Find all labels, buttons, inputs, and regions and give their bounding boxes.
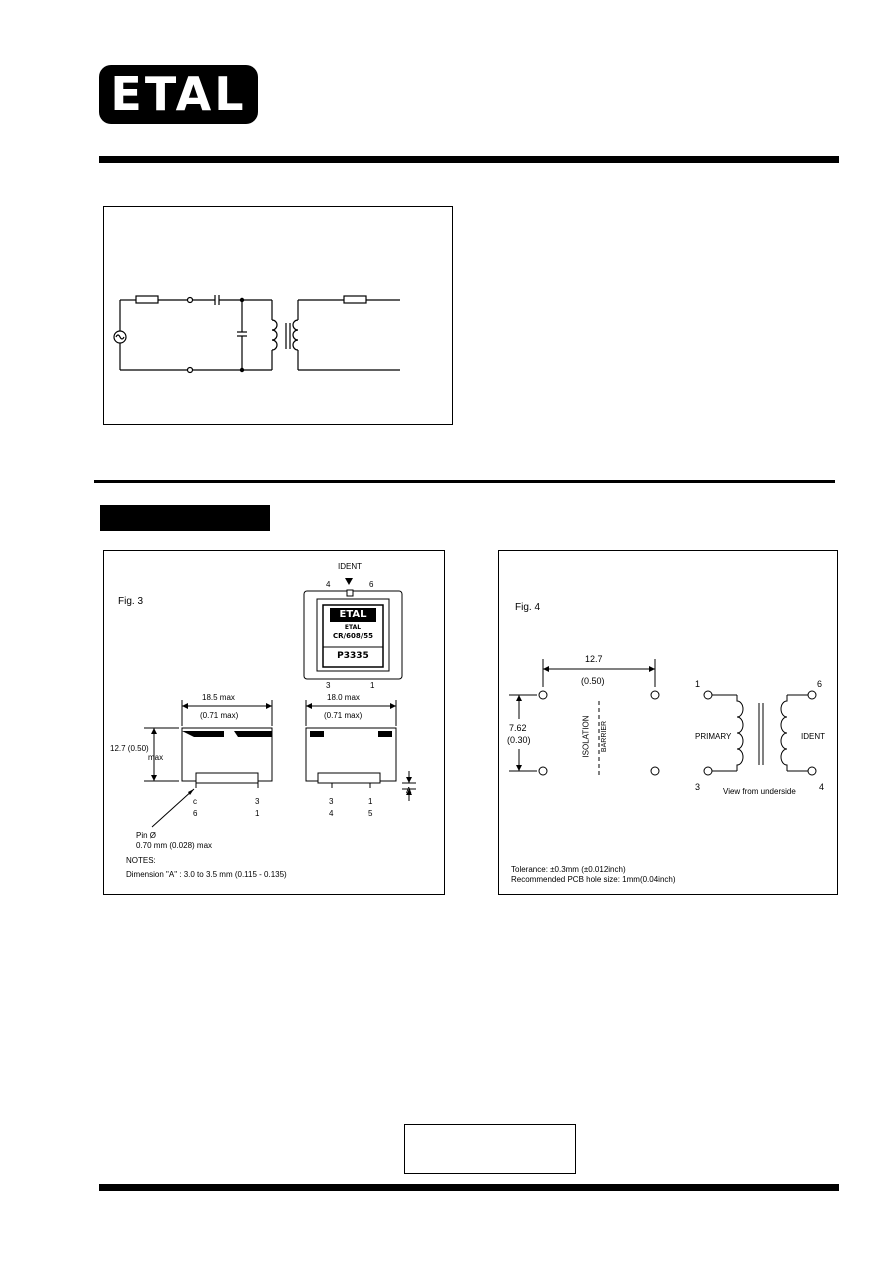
vertical-spacing-in: (0.30) xyxy=(507,735,531,745)
ident-label: IDENT xyxy=(338,562,362,571)
logo-text: ETAL xyxy=(110,67,247,121)
figure-3-drawing xyxy=(144,578,416,828)
dimension-a-label: A xyxy=(406,786,412,795)
right-view-pin-1: 1 xyxy=(368,797,373,806)
circuit-diagram-box xyxy=(103,206,453,425)
figure-4-label: Fig. 4 xyxy=(515,602,541,613)
right-view-pin-5: 5 xyxy=(368,809,373,818)
figure-4-box: Fig. 4 12.7 (0.50) 7.62 (0.30) ISOLATION… xyxy=(498,550,838,895)
figure-3-label: Fig. 3 xyxy=(118,596,144,607)
pin-diameter-value: 0.70 mm (0.028) max xyxy=(136,841,213,850)
bottom-rule xyxy=(99,1184,839,1191)
pin-diameter-title: Pin Ø xyxy=(136,831,157,840)
view-note: View from underside xyxy=(723,787,796,796)
top-view-pin-3: 3 xyxy=(326,681,331,690)
package-logo: ETAL xyxy=(330,608,376,622)
etal-logo: ETAL xyxy=(99,65,258,124)
figure-4-drawing xyxy=(509,659,817,777)
barrier-label: BARRIER xyxy=(601,720,609,753)
transformer-pin-6: 6 xyxy=(817,679,823,689)
transformer-pin-4: 4 xyxy=(819,782,825,792)
middle-rule xyxy=(94,480,835,483)
top-rule xyxy=(99,156,839,163)
left-width-mm: 18.5 max xyxy=(202,693,235,702)
transformer-pin-3: 3 xyxy=(695,782,701,792)
figure-3-box: Fig. 3 IDENT 4 6 3 1 ETAL ETAL CR/608/55… xyxy=(103,550,445,895)
right-width-in: (0.71 max) xyxy=(324,711,363,720)
hole-spacing-mm: 12.7 xyxy=(585,654,603,664)
package-part-number: P3335 xyxy=(337,651,369,661)
right-width-mm: 18.0 max xyxy=(327,693,360,702)
right-view-pin-3: 3 xyxy=(329,797,334,806)
notes-text: Dimension "A" : 3.0 to 3.5 mm (0.115 - 0… xyxy=(126,870,287,879)
height-dimension: 12.7 (0.50) xyxy=(110,744,149,753)
circuit-schematic xyxy=(113,295,400,374)
vertical-spacing-mm: 7.62 xyxy=(509,723,527,733)
left-view-pin-6: 6 xyxy=(193,809,198,818)
height-max: max xyxy=(148,753,164,762)
top-view-pin-4: 4 xyxy=(326,580,331,589)
top-view-pin-1: 1 xyxy=(370,681,375,690)
hole-spacing-in: (0.50) xyxy=(581,676,605,686)
top-view-pin-6: 6 xyxy=(369,580,374,589)
package-marking-line1: ETAL xyxy=(344,624,362,631)
right-view-pin-4: 4 xyxy=(329,809,334,818)
left-width-in: (0.71 max) xyxy=(200,711,239,720)
transformer-pin-1: 1 xyxy=(695,679,701,689)
isolation-label: ISOLATION xyxy=(581,715,591,758)
primary-label: PRIMARY xyxy=(695,732,732,741)
left-view-pin-1: 1 xyxy=(255,809,260,818)
pcb-hole-note: Recommended PCB hole size: 1mm(0.04inch) xyxy=(511,875,676,884)
section-tab xyxy=(100,505,270,531)
left-view-pin-3: 3 xyxy=(255,797,260,806)
page-number-box xyxy=(404,1124,576,1174)
left-view-pin-c: c xyxy=(193,797,197,806)
tolerance-note: Tolerance: ±0.3mm (±0.012inch) xyxy=(511,865,626,874)
notes-title: NOTES: xyxy=(126,856,156,865)
ident-winding-label: IDENT xyxy=(801,732,825,741)
package-marking-line2: CR/608/55 xyxy=(333,632,373,640)
